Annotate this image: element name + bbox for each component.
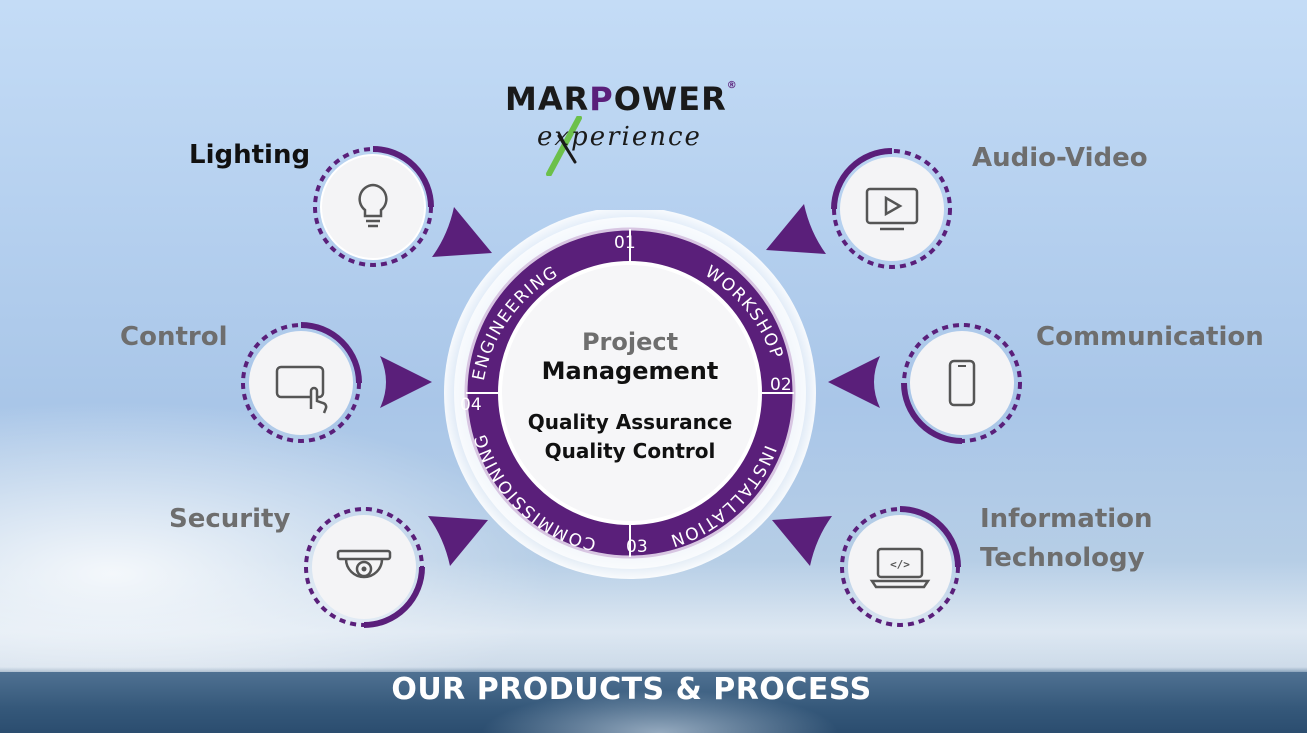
step-number-03: 03 (626, 537, 648, 557)
label-information: Information (980, 504, 1153, 534)
node-security[interactable] (302, 505, 426, 629)
logo-tagline: experience (537, 122, 702, 152)
process-wheel: ENGINEERING WORKSHOP INSTALLATION COMMIS… (430, 207, 830, 580)
node-information-technology-ring (840, 506, 961, 627)
node-information-technology[interactable]: </> (838, 505, 962, 629)
arrow-audio-video (766, 204, 826, 254)
dome-camera-icon (336, 549, 392, 579)
center-quality-control: Quality Control (544, 439, 716, 463)
node-lighting-ring (313, 146, 434, 267)
node-audio-video[interactable] (830, 147, 954, 271)
node-communication-ring (901, 323, 1022, 444)
logo-wordmark: MARPOWER® (505, 80, 738, 118)
boat-wake (480, 690, 840, 733)
label-control: Control (120, 322, 228, 352)
arrow-information-technology (772, 516, 832, 566)
center-quality-assurance: Quality Assurance (527, 410, 733, 434)
step-number-04: 04 (460, 395, 482, 415)
arrow-communication (828, 356, 880, 408)
node-control-ring (241, 322, 362, 443)
node-audio-video-ring (831, 148, 952, 269)
label-technology: Technology (980, 543, 1145, 573)
center-management: Management (541, 357, 719, 385)
code-laptop-icon: </> (869, 547, 931, 589)
label-audio-video: Audio-Video (972, 143, 1148, 173)
center-project: Project (581, 328, 679, 356)
label-communication: Communication (1036, 322, 1264, 352)
node-lighting[interactable] (311, 145, 435, 269)
smartphone-icon (948, 359, 976, 407)
node-control[interactable] (239, 321, 363, 445)
step-number-01: 01 (614, 233, 636, 253)
label-security: Security (169, 504, 291, 534)
arrow-lighting (432, 207, 492, 257)
lightbulb-icon (358, 183, 388, 228)
node-communication[interactable] (900, 321, 1024, 445)
monitor-play-icon (865, 187, 919, 231)
arrow-security (428, 516, 488, 566)
process-ring: ENGINEERING WORKSHOP INSTALLATION COMMIS… (444, 207, 816, 579)
svg-text:</>: </> (890, 558, 910, 571)
marpower-logo: MARPOWER® experience (505, 80, 755, 180)
label-lighting: Lighting (189, 140, 311, 170)
logo-x-mark (546, 116, 582, 176)
step-number-02: 02 (770, 375, 792, 395)
arrow-control (380, 356, 432, 408)
horizon-haze (0, 560, 1307, 680)
touch-screen-icon (275, 365, 328, 414)
footer-title: OUR PRODUCTS & PROCESS (391, 672, 872, 707)
